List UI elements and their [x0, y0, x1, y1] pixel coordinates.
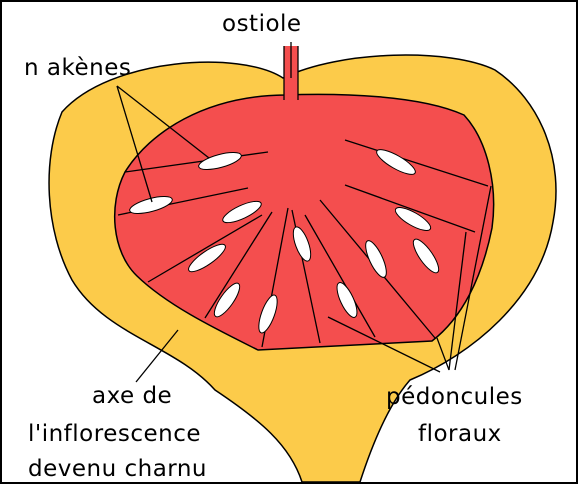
label-pedoncules-line2: floraux	[418, 421, 502, 447]
label-akenes: n akènes	[24, 55, 131, 81]
label-axe-line3: devenu charnu	[28, 456, 207, 482]
label-axe-line2: l'inflorescence	[28, 421, 201, 447]
label-ostiole: ostiole	[222, 11, 302, 37]
label-axe-line1: axe de	[92, 383, 172, 409]
label-pedoncules-line1: pédoncules	[386, 384, 523, 410]
